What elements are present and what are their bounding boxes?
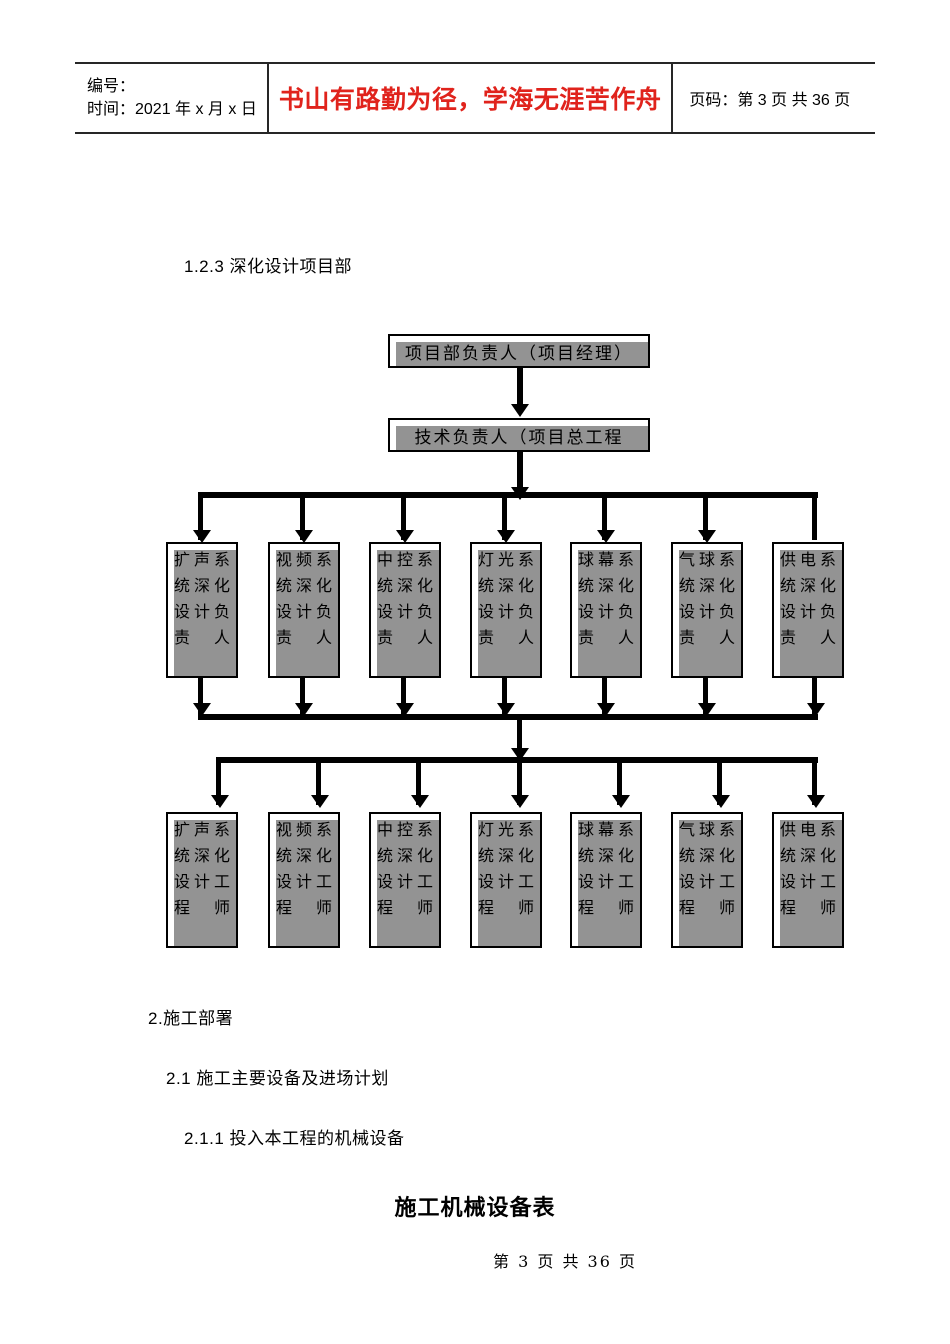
arrow-row1-col1 [193, 530, 211, 543]
arrow-collect-col1 [193, 703, 211, 716]
arrow-row2-col2 [311, 795, 329, 808]
org-box-row2-dome-screen: 球幕系统深化设计工程师 [570, 812, 642, 948]
riser-row1-col6 [703, 678, 708, 714]
heading-2: 2.施工部署 [148, 1009, 234, 1028]
org-box-row2-central-control: 中控系统深化设计工程师 [369, 812, 441, 948]
arrow-collect-col4 [497, 703, 515, 716]
riser-row1-col1 [198, 678, 203, 714]
arrow-row1-col2 [295, 530, 313, 543]
arrow-collect-col2 [295, 703, 313, 716]
drop-row2-col5 [617, 757, 622, 805]
arrow-row2-col1 [211, 795, 229, 808]
org-box-row1-balloon: 气球系统深化设计负责人 [671, 542, 743, 678]
header-page-number: 页码：第 3 页 共 36 页 [689, 92, 851, 109]
arrow-row1-col4 [497, 530, 515, 543]
header-cell-meta: 编号： 时间：2021 年 x 月 x 日 [75, 64, 269, 132]
connector-collector-to-bus2 [517, 714, 522, 762]
page-footer: 第 3 页 共 36 页 [493, 1252, 637, 1271]
drop-row2-col2 [316, 757, 321, 805]
org-box-row2-balloon: 气球系统深化设计工程师 [671, 812, 743, 948]
header-cell-slogan: 书山有路勤为径，学海无涯苦作舟 [269, 64, 674, 132]
drop-row1-col1 [198, 492, 203, 540]
org-box-row2-amplification: 扩声系统深化设计工程师 [166, 812, 238, 948]
drop-row2-col4 [517, 757, 522, 805]
heading-2-1: 2.1 施工主要设备及进场计划 [166, 1069, 389, 1088]
page-header-table: 编号： 时间：2021 年 x 月 x 日 书山有路勤为径，学海无涯苦作舟 页码… [75, 62, 875, 134]
heading-2-1-1: 2.1.1 投入本工程的机械设备 [184, 1129, 405, 1148]
bus-row1-horizontal [198, 492, 818, 498]
org-box-project-manager: 项目部负责人（项目经理） [388, 334, 650, 368]
drop-row1-col6 [703, 492, 708, 540]
arrow-collect-col7 [807, 703, 825, 716]
drop-row2-col3 [416, 757, 421, 805]
arrow-collect-col6 [698, 703, 716, 716]
arrow-row2-col4 [511, 795, 529, 808]
header-number-label: 编号： [87, 77, 136, 95]
org-box-chief-engineer: 技术负责人（项目总工程 [388, 418, 650, 452]
drop-row1-col5 [602, 492, 607, 540]
org-box-row2-power-supply: 供电系统深化设计工程师 [772, 812, 844, 948]
drop-row2-col1 [216, 757, 221, 805]
arrow-row2-col7 [807, 795, 825, 808]
connector-chief-to-bus1 [517, 452, 523, 498]
header-cell-pagination: 页码：第 3 页 共 36 页 [673, 64, 875, 132]
org-box-row2-video: 视频系统深化设计工程师 [268, 812, 340, 948]
drop-row1-col7 [812, 492, 817, 540]
arrow-collect-col3 [396, 703, 414, 716]
connector-pm-to-chief [517, 368, 523, 408]
arrow-row1-col5 [597, 530, 615, 543]
org-box-row1-power-supply: 供电系统深化设计负责人 [772, 542, 844, 678]
org-box-row1-lighting: 灯光系统深化设计负责人 [470, 542, 542, 678]
table-title: 施工机械设备表 [394, 1195, 556, 1221]
arrow-row1-col6 [698, 530, 716, 543]
drop-row2-col7 [812, 757, 817, 805]
arrow-collect-col5 [597, 703, 615, 716]
arrow-row2-col5 [612, 795, 630, 808]
riser-row1-col3 [401, 678, 406, 714]
riser-row1-col7 [812, 678, 817, 714]
arrow-row2-col6 [712, 795, 730, 808]
org-box-row2-lighting: 灯光系统深化设计工程师 [470, 812, 542, 948]
bus-collector-horizontal [198, 714, 818, 720]
arrow-pm-to-chief [511, 404, 529, 417]
riser-row1-col2 [300, 678, 305, 714]
header-slogan: 书山有路勤为径，学海无涯苦作舟 [278, 85, 662, 114]
drop-row1-col4 [502, 492, 507, 540]
drop-row2-col6 [717, 757, 722, 805]
org-box-row1-video: 视频系统深化设计负责人 [268, 542, 340, 678]
header-date-label: 时间：2021 年 x 月 x 日 [87, 101, 257, 118]
org-box-row1-central-control: 中控系统深化设计负责人 [369, 542, 441, 678]
drop-row1-col3 [401, 492, 406, 540]
riser-row1-col5 [602, 678, 607, 714]
riser-row1-col4 [502, 678, 507, 714]
heading-1-2-3: 1.2.3 深化设计项目部 [184, 257, 353, 276]
arrow-row1-col3 [396, 530, 414, 543]
drop-row1-col2 [300, 492, 305, 540]
org-box-row1-amplification: 扩声系统深化设计负责人 [166, 542, 238, 678]
arrow-row2-col3 [411, 795, 429, 808]
org-box-row1-dome-screen: 球幕系统深化设计负责人 [570, 542, 642, 678]
